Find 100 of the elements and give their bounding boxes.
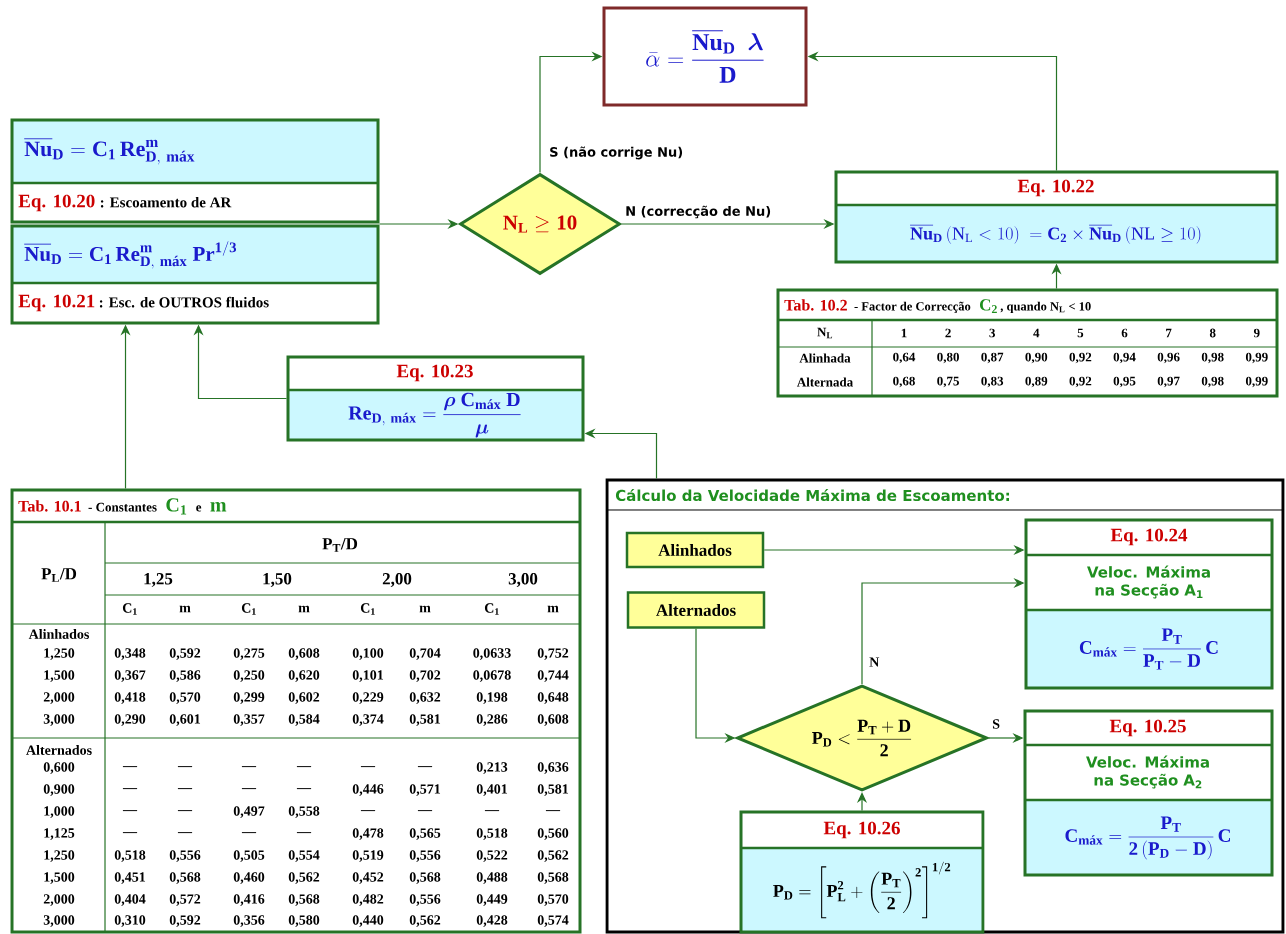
equation-box: Eq. 10.24 Veloc. Máxima na Secção A$_{1}$ $\mathbf{C}_{\text{máx}} = \frac{\mathbf{P}_{\mathbf{T}}}{\mathbf{P}_{\mathbf{T}} - \mathbf{D}}\,\mathbf{C}$ bbox=[1024, 518, 1274, 690]
table-cell: 0,83 bbox=[981, 376, 1004, 388]
table-cell: 0,99 bbox=[1245, 376, 1268, 388]
table-cell: 0,601 bbox=[169, 714, 201, 726]
table-cell: 0,570 bbox=[169, 692, 201, 704]
table-cell: — bbox=[296, 832, 312, 834]
table-cell: 0,488 bbox=[476, 872, 508, 884]
table-cell: 6 bbox=[1121, 328, 1128, 338]
table-cell: Alternados bbox=[26, 745, 92, 755]
table-cell: 0,87 bbox=[981, 352, 1004, 364]
table-cell: 0,213 bbox=[476, 762, 508, 774]
table-cell: 0,95 bbox=[1113, 376, 1136, 388]
table-cell: 0,571 bbox=[409, 784, 441, 796]
table-cell: 0,348 bbox=[114, 648, 146, 660]
table-cell: — bbox=[241, 766, 257, 768]
table-cell: 0,451 bbox=[114, 872, 146, 884]
table-cell: 3 bbox=[989, 328, 995, 338]
table-cell: 0,299 bbox=[233, 692, 265, 704]
equation-box: Eq. 10.25 Veloc. Máxima na Secção A$_{2}$ $\mathbf{C}_{\text{máx}} = \frac{\mathbf{P}_{\mathbf{T}}}{\mathbf{2}\,(\mathbf{P}_{\mathbf{D}} - \mathbf{D})}\,\mathbf{C}$ bbox=[1023, 709, 1274, 877]
table-cell: C$_{1}$ bbox=[241, 603, 256, 615]
table-cell: 0,356 bbox=[233, 915, 265, 927]
equation-box: $\overline{\mathbf{Nu}}_{\mathbf{D}} = \mathbf{C}_{\mathbf{1}}\,\mathbf{Re}^{\mathbf{m}}_{\mathbf{D,\ \text{máx}}}$ Eq. 10.20 : Escoamento de AR bbox=[10, 118, 380, 224]
table-cell: 0,519 bbox=[352, 850, 384, 862]
table-cell: 0,99 bbox=[1245, 352, 1268, 364]
table-cell: 0,562 bbox=[537, 850, 569, 862]
table-cell: — bbox=[177, 766, 193, 768]
table-cell: 0,556 bbox=[409, 850, 441, 862]
table-cell: 0,418 bbox=[114, 692, 146, 704]
table-cell: 0,568 bbox=[537, 872, 569, 884]
table-cell: 1,250 bbox=[44, 850, 75, 862]
table-cell: 0,568 bbox=[409, 872, 441, 884]
table-cell: 0,568 bbox=[288, 894, 320, 906]
table-cell: 2,000 bbox=[43, 692, 75, 704]
table-cell: 0,101 bbox=[352, 670, 384, 682]
table-cell: 0,68 bbox=[893, 376, 915, 388]
table-cell: 0,440 bbox=[352, 915, 384, 927]
table-cell: 3,000 bbox=[43, 714, 75, 726]
table-cell: — bbox=[484, 810, 500, 812]
table-cell: 0,80 bbox=[937, 352, 959, 364]
table-cell: 0,702 bbox=[409, 670, 441, 682]
equation-box: Eq. 10.22 $\overline{\mathbf{Nu}}_{\mathbf{D}}\,(\mathrm{N}_{\mathrm{L}}<10)\ = \mathbf{C}_{\mathbf{2}} \times \overline{\mathbf{Nu}}_{\mathbf{D}}\,(\mathrm{NL} \geq 10)$ bbox=[834, 170, 1279, 264]
table-cell: 2,00 bbox=[382, 573, 412, 587]
table-cell: 0,558 bbox=[288, 806, 320, 818]
table-cell: 3,00 bbox=[508, 573, 538, 587]
table-cell: 7 bbox=[1166, 328, 1172, 338]
table-cell: 0,572 bbox=[169, 894, 201, 906]
table-cell: 2 bbox=[945, 328, 951, 338]
table-cell: 0,92 bbox=[1069, 352, 1092, 364]
table-cell: — bbox=[241, 832, 257, 834]
table-cell: 0,64 bbox=[893, 352, 916, 364]
table-cell: 0,482 bbox=[352, 894, 384, 906]
table-cell: Alternada bbox=[796, 377, 853, 387]
table-cell: 0,632 bbox=[409, 692, 441, 704]
table-cell: — bbox=[122, 766, 138, 768]
table-cell: 0,96 bbox=[1157, 352, 1180, 364]
table-cell: 0,198 bbox=[476, 692, 508, 704]
result-box: $\bar{\alpha} = \frac{\overline{\mathbf{Nu}}_{\mathbf{D}}\ \ \boldsymbol{\lambda}}{\mathbf{D}}$ bbox=[602, 6, 808, 107]
table-cell: 0,374 bbox=[352, 714, 384, 726]
table-cell: — bbox=[545, 810, 561, 812]
table-cell: — bbox=[122, 788, 138, 790]
table-cell: — bbox=[241, 788, 257, 790]
table-cell: 0,592 bbox=[169, 648, 201, 660]
table-cell: 0,404 bbox=[114, 894, 146, 906]
table-cell: 0,416 bbox=[233, 894, 265, 906]
table-cell: 1 bbox=[901, 328, 907, 338]
table-cell: 0,478 bbox=[352, 828, 384, 840]
option-box: Alternados bbox=[626, 591, 766, 629]
table-cell: 0,580 bbox=[288, 915, 320, 927]
table-cell: 1,50 bbox=[263, 573, 292, 587]
equation-box: $\overline{\mathbf{Nu}}_{\mathbf{D}} = \mathbf{C}_{\mathbf{1}}\,\mathbf{Re}^{\mathbf{m}}_{\mathbf{D,\ \text{máx}}}\ \mathbf{Pr}^{\mathbf{1/3}}$ Eq. 10.21 : Esc. de OUTROS fluidos bbox=[10, 224, 380, 325]
table-cell: C$_{1}$ bbox=[122, 603, 137, 615]
table-cell: 0,752 bbox=[537, 648, 569, 660]
table-cell: 1,125 bbox=[44, 828, 75, 840]
table-cell: 1,25 bbox=[144, 573, 173, 587]
table-cell: 0,704 bbox=[409, 648, 441, 660]
table-cell: 9 bbox=[1253, 328, 1260, 338]
edge-label: S (não corrige Nu) bbox=[548, 145, 685, 161]
table-cell: m bbox=[298, 605, 310, 613]
table-cell: Alinhados bbox=[28, 629, 89, 639]
table-cell: 0,636 bbox=[537, 762, 569, 774]
table-cell: 0,497 bbox=[233, 806, 265, 818]
table-cell: 1,500 bbox=[44, 872, 75, 884]
table-cell: 0,581 bbox=[409, 714, 441, 726]
table-cell: 0,522 bbox=[476, 850, 508, 862]
table-cell: 0,449 bbox=[476, 894, 508, 906]
table-cell: 0,286 bbox=[476, 714, 508, 726]
table-cell: 0,357 bbox=[233, 714, 265, 726]
table-cell: — bbox=[296, 766, 312, 768]
table-cell: 0,97 bbox=[1157, 376, 1180, 388]
table-cell: 0,92 bbox=[1069, 376, 1092, 388]
table-cell: 0,275 bbox=[233, 648, 265, 660]
table-cell: 0,250 bbox=[233, 670, 265, 682]
table-cell: m bbox=[179, 605, 191, 613]
table-cell: — bbox=[360, 766, 376, 768]
table-cell: 0,562 bbox=[288, 872, 320, 884]
table-cell: 0,89 bbox=[1025, 376, 1048, 388]
table-cell: 1,000 bbox=[44, 806, 75, 818]
table-cell: — bbox=[122, 832, 138, 834]
table-cell: — bbox=[296, 788, 312, 790]
table-cell: — bbox=[360, 810, 376, 812]
